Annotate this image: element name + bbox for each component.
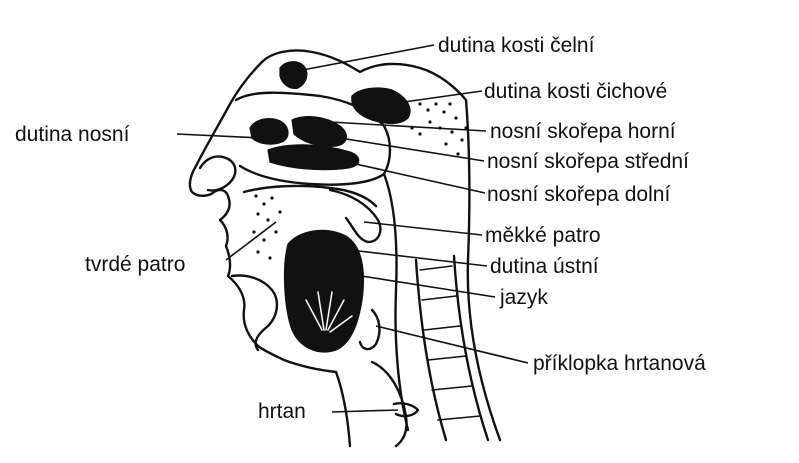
labels: dutina kosti čelní dutina kosti čichové … — [15, 34, 706, 423]
leader-superior-concha — [329, 121, 487, 132]
leader-soft-palate — [363, 221, 483, 236]
leader-tongue — [335, 271, 496, 298]
inferior-concha-shape — [267, 144, 360, 171]
label-tongue: jazyk — [499, 286, 548, 309]
label-sphenoid-sinus: dutina kosti čichové — [484, 80, 667, 103]
label-middle-concha: nosní skořepa střední — [487, 150, 689, 173]
trachea-front — [334, 370, 352, 448]
label-larynx: hrtan — [258, 400, 306, 423]
leader-nasal-cavity — [176, 133, 263, 139]
middle-concha-shape — [291, 116, 347, 147]
hard-palate-line — [242, 184, 378, 208]
label-oral-cavity: dutina ústní — [490, 255, 599, 278]
label-nasal-cavity: dutina nosní — [15, 123, 130, 146]
face-profile-outline — [188, 60, 338, 374]
label-hard-palate: tvrdé patro — [85, 253, 185, 276]
hard-palate-dots — [252, 194, 282, 260]
leader-inferior-concha — [337, 159, 486, 194]
epiglottis-shape — [358, 308, 381, 351]
leader-hard-palate — [225, 221, 277, 261]
leader-sphenoid-sinus — [389, 90, 483, 105]
lips-outline — [230, 274, 279, 352]
pharynx-wall — [382, 172, 410, 432]
label-superior-concha: nosní skořepa horní — [490, 120, 676, 143]
leader-epiglottis — [375, 325, 529, 364]
nose-tip — [198, 155, 237, 192]
leader-larynx — [331, 409, 399, 413]
larynx-fold — [392, 402, 420, 418]
label-soft-palate: měkké patro — [485, 224, 601, 247]
label-epiglottis: příklopka hrtanová — [533, 352, 706, 375]
neck-back-outline — [464, 98, 502, 442]
leader-middle-concha — [339, 137, 485, 162]
label-frontal-sinus: dutina kosti čelní — [438, 34, 595, 57]
frontal-sinus-shape — [279, 61, 308, 89]
label-inferior-concha: nosní skořepa dolní — [487, 183, 670, 206]
tongue-texture — [305, 291, 353, 333]
vertebrae — [414, 254, 490, 442]
leader-oral-cavity — [349, 249, 488, 267]
skull-outline — [260, 49, 468, 102]
head-illustration — [188, 49, 502, 448]
nasal-cavity-outline — [234, 91, 392, 186]
sphenoid-sinus-shape — [351, 87, 411, 125]
superior-concha-shape — [249, 118, 289, 145]
oral-cavity-shape — [283, 229, 365, 353]
leader-frontal-sinus — [291, 44, 435, 73]
soft-palate-shape — [328, 188, 382, 244]
leader-lines — [176, 44, 529, 413]
